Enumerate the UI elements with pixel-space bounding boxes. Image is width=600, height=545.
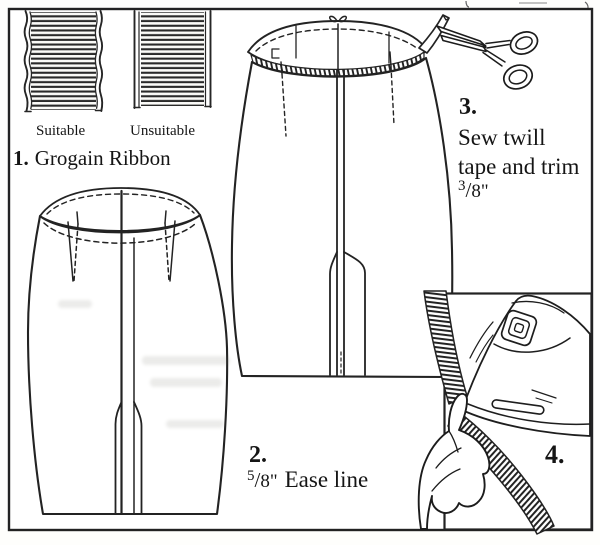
scissors-icon: [436, 25, 539, 90]
dart-left: [280, 61, 287, 137]
ribbon-swatch-unsuitable: [133, 10, 212, 109]
step2-label-text: Ease line: [284, 467, 369, 492]
pressing-inset: [417, 290, 593, 535]
iron-dial: [500, 309, 538, 347]
caption-unsuitable: Unsuitable: [130, 123, 195, 139]
dart-right: [164, 210, 176, 282]
dart-left: [67, 211, 79, 282]
step2-number: 2.: [249, 442, 267, 468]
step1-label: 1.Grogain Ribbon: [13, 148, 171, 169]
twill-tape: [250, 51, 425, 77]
ribbon-swatch-suitable: [23, 10, 104, 113]
step3-measurement: 3/8": [458, 178, 489, 202]
waistband-ease: [39, 187, 201, 232]
scissors-pivot: [482, 44, 487, 49]
thread-knot: [328, 15, 348, 23]
page-showthrough: [58, 300, 230, 428]
iron-handle-slot: [491, 399, 545, 415]
skirt-ease-diagram: [26, 187, 230, 516]
step4-number: 4.: [545, 440, 565, 469]
step3-number: 3.: [459, 94, 477, 120]
caption-suitable: Suitable: [36, 123, 86, 139]
step3-line2: tape and trim: [458, 154, 580, 179]
step2-label: 5/8"Ease line: [247, 467, 369, 492]
hand-icon: [417, 392, 491, 530]
step3-line1: Sew twill: [458, 125, 546, 150]
hook-mark: [271, 48, 280, 59]
skirt-twill-diagram: [230, 14, 454, 379]
step1-title: Grogain Ribbon: [34, 146, 171, 170]
step1-number: 1.: [13, 146, 29, 170]
iron-icon: [461, 294, 591, 437]
dart-right: [389, 51, 395, 126]
